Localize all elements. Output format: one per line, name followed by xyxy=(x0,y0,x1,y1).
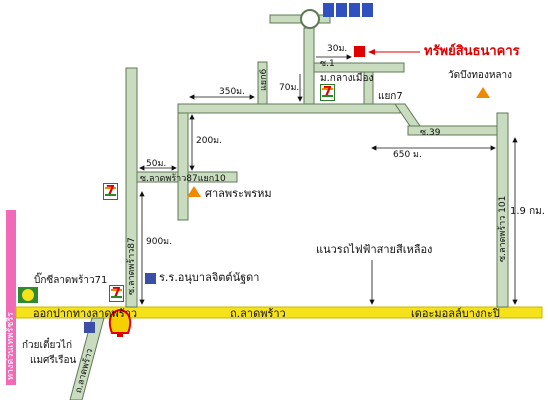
yaek-7-label: แยก7 xyxy=(378,91,403,102)
soi-1-road xyxy=(303,27,315,105)
noodle-label-2: แมศรีเรือน xyxy=(30,355,77,366)
school-label: ร.ร.อนุบาลจิตต์นัฐดา xyxy=(159,271,260,284)
target-label: ทรัพย์สินธนาคาร xyxy=(424,44,520,59)
roundabout-icon xyxy=(300,9,320,29)
shell-icon xyxy=(108,308,132,337)
inner-vertical-road xyxy=(177,103,189,221)
seven-eleven-icon: 7 xyxy=(109,285,124,302)
soi-87-road xyxy=(125,67,138,308)
soi-87-10-label: ซ.ลาดพร้าว87แยก10 xyxy=(140,174,226,184)
soi-39-connector xyxy=(394,103,421,127)
main-road-mid-label: ถ.ลาดพร้าว xyxy=(230,307,286,320)
village-label: ม.กลางเมือง xyxy=(320,73,374,84)
shrine-label: ศาลพระพรหม xyxy=(205,187,272,200)
distance-50m: 50ม. xyxy=(146,159,167,169)
expressway-road xyxy=(6,210,16,385)
main-road-east-label: เดอะมอลล์บางกะปิ xyxy=(411,307,500,320)
yaek-6-road xyxy=(257,61,268,105)
soi-87-label: ซ.ลาดพร้าว87 xyxy=(127,237,137,295)
seven-eleven-icon: 7 xyxy=(103,183,118,200)
shrine-icon xyxy=(187,186,201,197)
bigc-label: บิ๊กซีลาดพร้าว71 xyxy=(34,275,108,286)
distance-650m: 650 ม. xyxy=(393,150,422,160)
village-road xyxy=(313,62,405,73)
soi-101-road xyxy=(496,112,509,308)
main-road-latphrao xyxy=(15,306,543,319)
temple-east-icon xyxy=(476,87,490,98)
target-arrow-head xyxy=(368,49,375,55)
main-road-west-label: ออกปากทางลาดพร้าว xyxy=(33,307,138,320)
yaek-7-road xyxy=(363,71,374,105)
expressway-label: ทางด่วนเทพรัชรีร xyxy=(6,312,16,380)
yaek-6-label: แยก6 xyxy=(259,68,269,91)
soi-1-label: ซ.1 xyxy=(320,59,335,69)
school-icon xyxy=(145,273,156,284)
target-marker xyxy=(354,46,365,57)
soi-39-label: ซ.39 xyxy=(420,128,441,138)
distance-900m: 900ม. xyxy=(146,237,172,247)
bigc-logo xyxy=(18,287,38,303)
distance-1-9km: 1.9 กม. xyxy=(510,206,545,217)
soi-101-label: ซ.ลาดพร้าว 101 xyxy=(498,195,508,262)
distance-70m: 70ม. xyxy=(279,83,300,93)
powerline-label: แนวรถไฟฟ้าสายสีเหลือง xyxy=(316,243,433,256)
distance-30m: 30ม. xyxy=(327,44,348,54)
soi-39-road xyxy=(177,103,401,114)
noodle-label-1: ก๋วยเตี๋ยวไก่ xyxy=(22,340,72,351)
distance-markers xyxy=(139,54,518,305)
distance-350m: 350ม. xyxy=(219,87,245,97)
distance-200m: 200ม. xyxy=(196,136,222,146)
temple-east-label: วัดบึงทองหลาง xyxy=(448,70,513,81)
side-road-south xyxy=(69,317,105,400)
noodle-shop-icon xyxy=(84,322,95,333)
seven-eleven-icon: 7 xyxy=(320,84,335,101)
solar-panels xyxy=(323,3,373,17)
